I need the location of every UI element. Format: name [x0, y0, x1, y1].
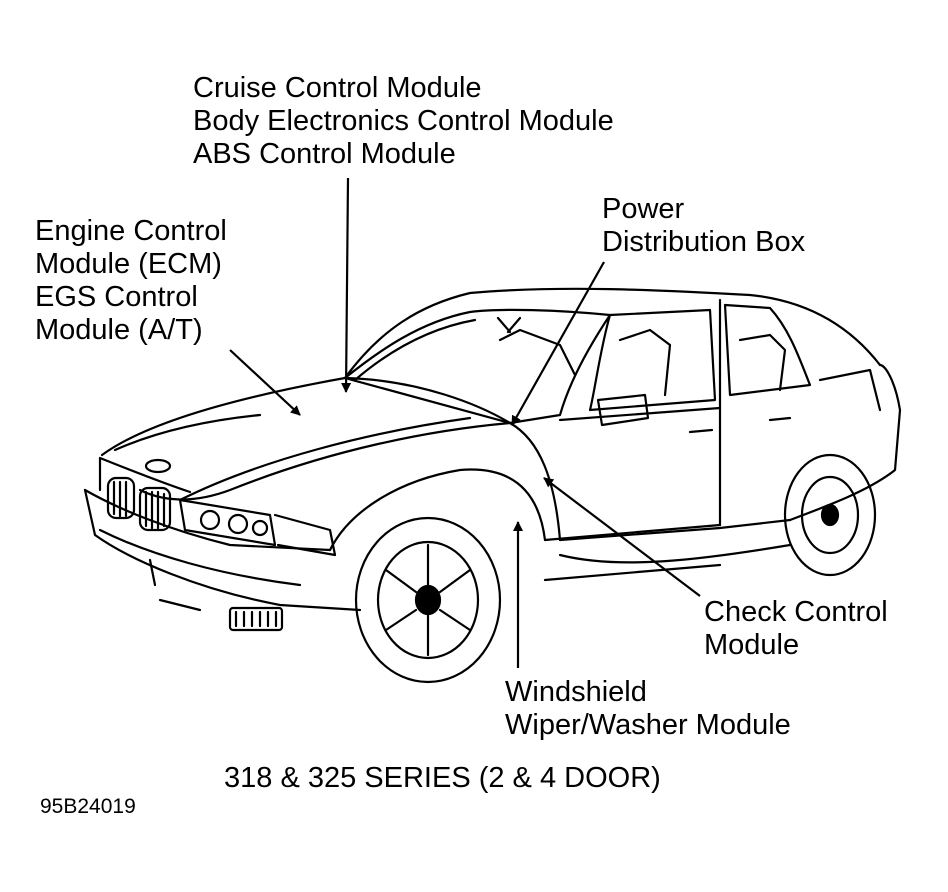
arrow-left	[229, 349, 301, 416]
label-line: Power	[602, 193, 685, 225]
figure-caption: 318 & 325 SERIES (2 & 4 DOOR)	[224, 762, 661, 794]
label-abs: ABS Control Module	[193, 138, 456, 170]
label-line: Module	[704, 629, 800, 661]
arrow-check	[543, 477, 701, 597]
label-body-electronics: Body Electronics Control Module	[193, 105, 614, 137]
arrow-top	[341, 177, 352, 393]
label-line: Windshield	[505, 676, 647, 708]
figure-id: 95B24019	[40, 795, 136, 818]
label-power-distribution: Power Distribution Box	[602, 193, 805, 259]
hood	[100, 376, 512, 501]
label-line: Engine Control	[35, 215, 227, 247]
front-fender	[328, 468, 547, 552]
headlight	[178, 498, 277, 547]
rear-window	[723, 303, 812, 397]
door-line	[543, 406, 722, 542]
label-line: Wiper/Washer Module	[505, 709, 791, 741]
rear-wheel	[783, 453, 877, 577]
grille-left	[106, 476, 136, 520]
front-bumper	[83, 488, 362, 612]
label-line: Module (A/T)	[35, 314, 203, 346]
label-line: Module (ECM)	[35, 248, 222, 280]
label-check-control: Check Control Module	[704, 596, 888, 662]
label-wiper-washer: Windshield Wiper/Washer Module	[505, 676, 791, 742]
label-line: Distribution Box	[602, 226, 806, 258]
rear-body	[788, 363, 902, 522]
label-line: EGS Control	[35, 281, 198, 313]
label-line: Check Control	[704, 596, 888, 628]
windshield	[343, 308, 612, 425]
front-wheel	[354, 516, 502, 684]
badge	[144, 458, 172, 474]
side-mirror	[596, 393, 650, 427]
roof-outline	[343, 287, 882, 380]
arrow-power	[511, 261, 605, 426]
label-engine-modules: Engine Control Module (ECM) EGS Control …	[35, 215, 227, 347]
label-top-modules: Cruise Control Module Body Electronics C…	[193, 72, 614, 171]
label-cruise-control: Cruise Control Module	[193, 72, 482, 104]
grille-right	[138, 486, 172, 532]
